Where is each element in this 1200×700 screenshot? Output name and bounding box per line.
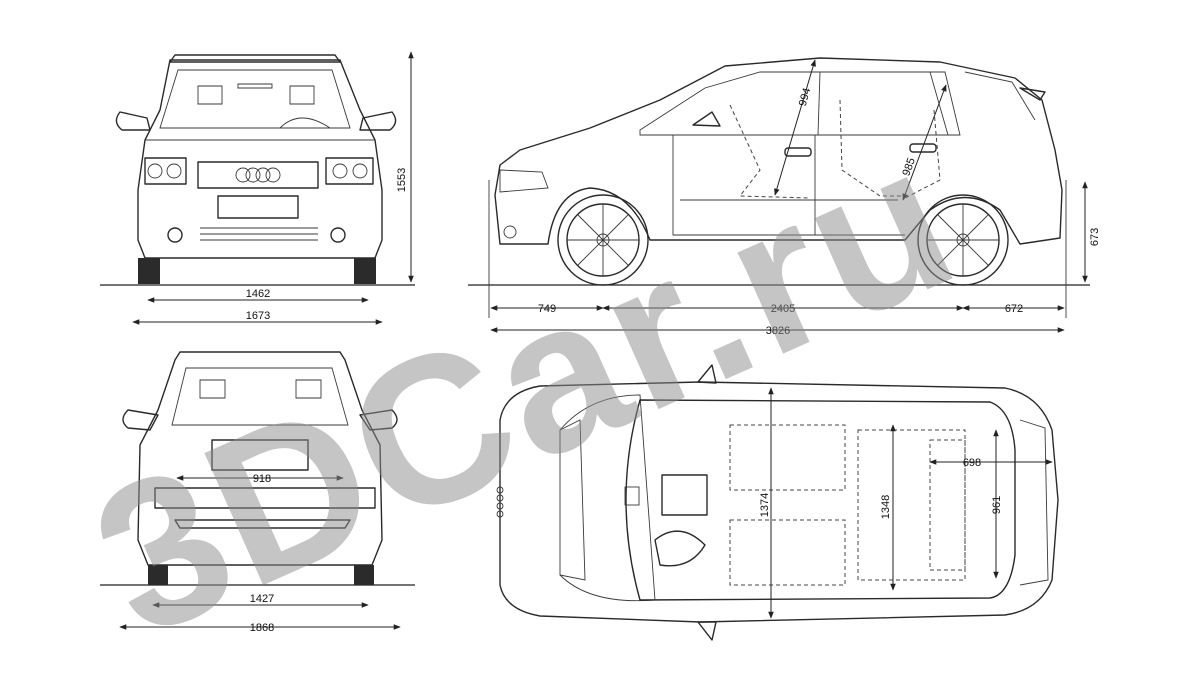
dimension-labels: 1462 1673 1553 749 2405 672 3826 673 994… [246,87,1101,634]
dim-front-interior-width: 1374 [759,493,771,517]
side-dimensions [490,59,1088,333]
dim-ground-to-sill: 673 [1089,228,1101,246]
rear-view [100,351,415,586]
dim-front-width: 1673 [246,310,270,322]
dim-rear-headroom: 985 [900,156,918,177]
dim-front-overhang: 749 [538,303,556,315]
top-dimensions [768,387,1053,619]
dim-wheelbase: 2405 [771,303,795,315]
dim-length: 3826 [766,325,790,337]
dim-front-headroom: 994 [797,87,814,108]
dim-rear-interior-width: 1348 [880,495,892,519]
watermark-text: 3DCar.ru [63,97,988,681]
dim-rear-glass-width: 918 [253,473,271,485]
dim-height: 1553 [396,168,408,192]
dim-width-with-mirrors: 1868 [250,622,274,634]
dim-rear-overhang: 672 [1005,303,1023,315]
front-view [100,54,415,286]
rear-dimensions [119,475,401,630]
dim-trunk-length: 698 [963,457,981,469]
dim-front-track: 1462 [246,288,270,300]
dim-rear-track: 1427 [250,593,274,605]
top-view [496,364,1059,641]
dim-trunk-width: 961 [991,496,1003,514]
front-dimensions [132,51,414,325]
